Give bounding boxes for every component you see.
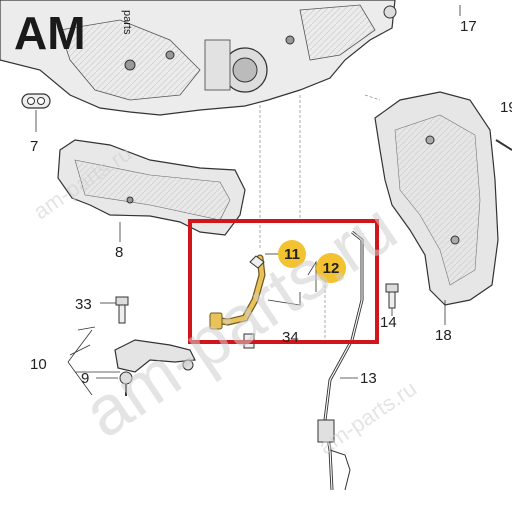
logo-main-text: AM (14, 7, 86, 59)
part-33-bolt (100, 296, 129, 324)
part-18-heat-shield (374, 91, 512, 325)
badge-11: 11 (265, 240, 306, 268)
label-7: 7 (30, 138, 38, 155)
part-13-tube (317, 230, 364, 491)
label-13: 13 (360, 370, 377, 387)
label-34: 34 (282, 329, 299, 346)
label-19: 19 (500, 99, 512, 116)
badge-11-label: 11 (284, 246, 300, 263)
logo-sub-text: parts (121, 10, 133, 35)
part-labels: 17 19 7 8 33 10 9 34 14 18 13 (30, 5, 512, 387)
label-14: 14 (380, 314, 397, 331)
part-8-heat-shield (57, 139, 246, 242)
label-18: 18 (435, 327, 452, 344)
label-8: 8 (115, 244, 123, 261)
part-10-bracket (67, 326, 196, 396)
badge-12: 12 (316, 253, 346, 283)
label-17: 17 (460, 18, 477, 35)
am-parts-logo: AM parts (14, 7, 133, 59)
guide-lines (259, 94, 381, 340)
badge-12-label: 12 (323, 260, 340, 277)
label-9: 9 (81, 370, 89, 387)
engine-block (0, 0, 397, 116)
highlight-frame (188, 219, 379, 344)
label-33: 33 (75, 296, 92, 313)
part-7-gasket (21, 93, 51, 132)
label-10: 10 (30, 356, 47, 373)
part-14-bolt (385, 283, 399, 316)
